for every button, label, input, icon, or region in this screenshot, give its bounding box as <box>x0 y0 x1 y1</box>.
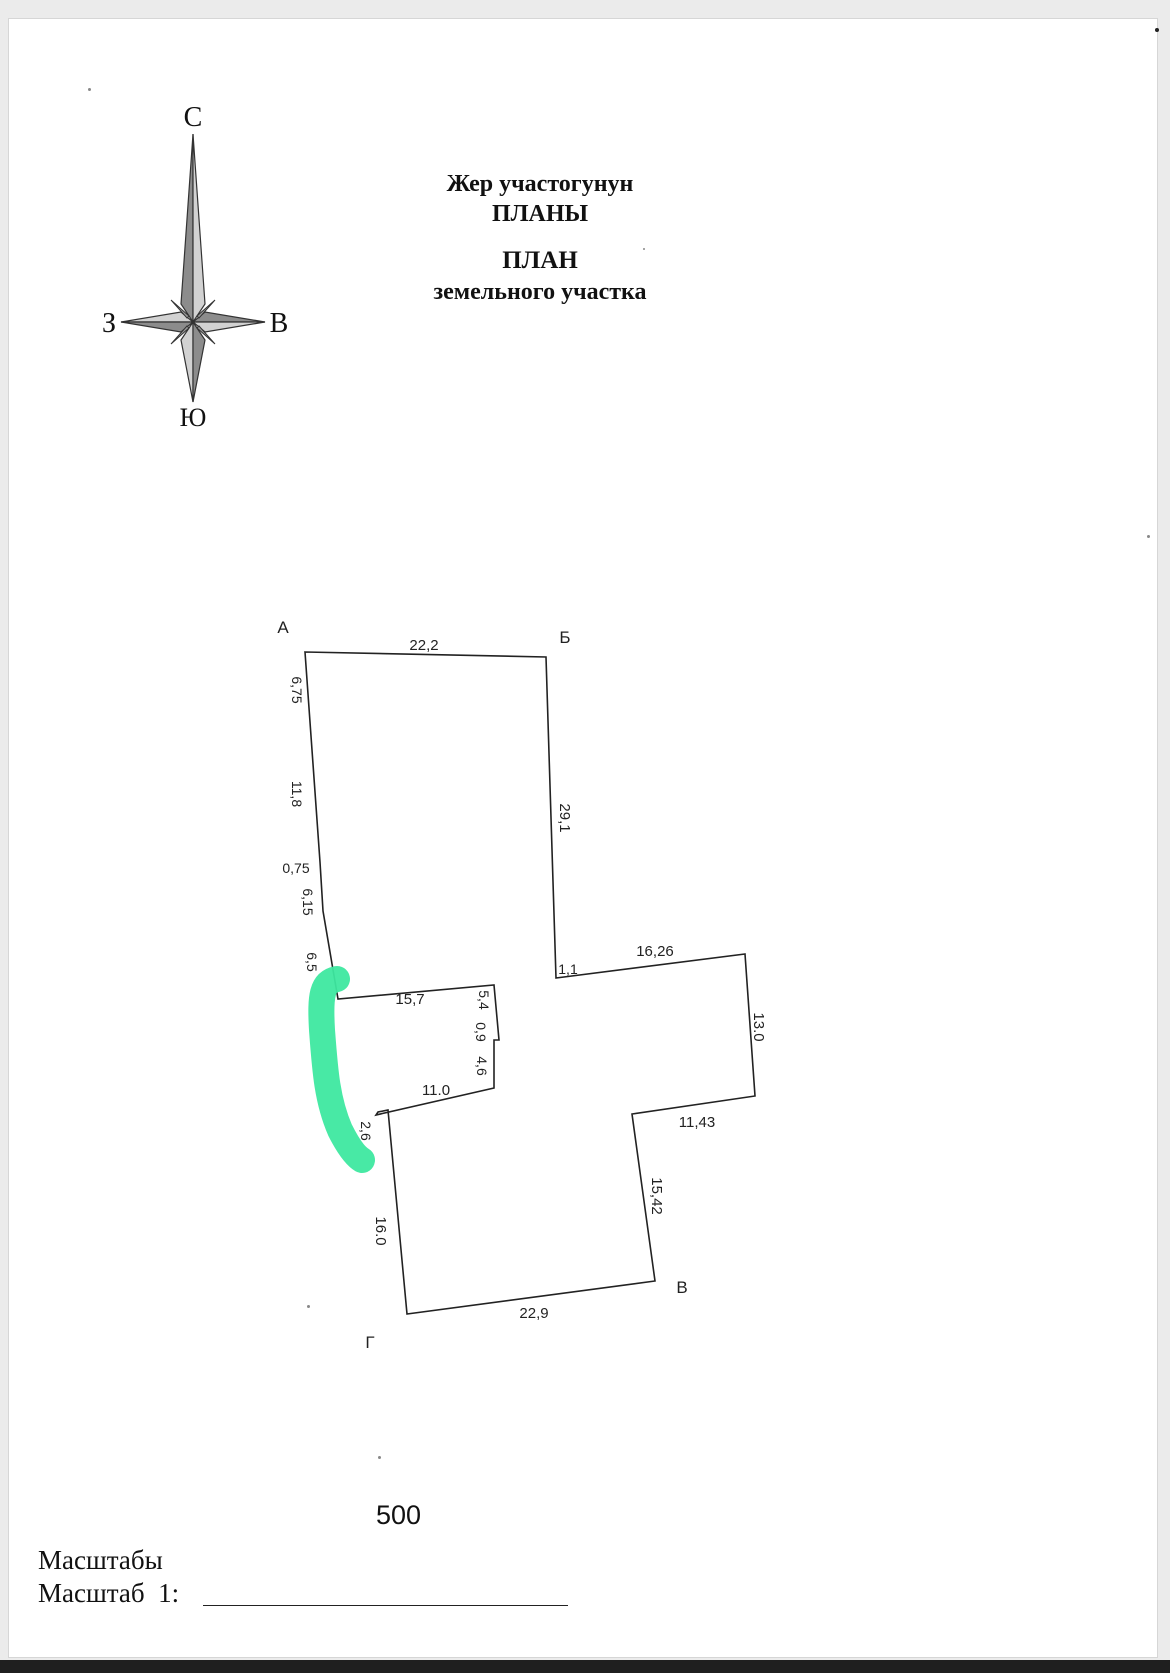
scale-underline <box>203 1605 568 1606</box>
compass-ne-point <box>196 299 216 319</box>
title-ky-line1: Жер участогунун <box>446 171 634 197</box>
compass-se-point <box>196 325 216 345</box>
dim-label-notch-right-upper: 5,4 <box>476 990 492 1010</box>
dim-label-right-arm-bottom: 11,43 <box>679 1114 715 1131</box>
compass-east-label: В <box>270 308 289 339</box>
scale-value: 500 <box>376 1500 422 1530</box>
scan-speck <box>88 88 91 91</box>
scan-speck <box>378 1456 381 1459</box>
corner-label-v: В <box>676 1278 687 1297</box>
dim-label-notch-step: 2,6 <box>358 1121 374 1141</box>
title-ru-line1: ПЛАН <box>502 247 578 274</box>
dim-label-notch-right-lower: 4,6 <box>474 1056 490 1076</box>
compass-south-label: Ю <box>180 403 207 430</box>
dim-label-bottom: 22,9 <box>519 1305 548 1322</box>
corner-label-a: А <box>277 618 289 637</box>
dim-label-left-3: 6,15 <box>300 888 316 915</box>
dim-label-step-right: 1,1 <box>558 961 578 977</box>
scale-label-ru-row: Масштаб 1: <box>38 1578 179 1609</box>
scale-label-ru: Масштаб <box>38 1578 145 1608</box>
corner-label-b: Б <box>559 628 570 647</box>
scale-label-ky: Масштабы <box>38 1545 163 1575</box>
dim-label-notch-top: 15,7 <box>395 991 424 1008</box>
scan-speck <box>1155 28 1159 32</box>
compass-north-label: С <box>184 102 203 133</box>
compass-rose-icon: С Ю З В <box>102 102 289 430</box>
compass-south-arm-dark <box>192 320 206 403</box>
dim-label-left-2: 11,8 <box>289 781 305 807</box>
dim-label-right-arm-side: 13.0 <box>750 1012 767 1041</box>
dim-label-lower-left: 16.0 <box>372 1216 389 1245</box>
dim-label-left-jog: 0,75 <box>282 860 309 876</box>
dim-label-left-4: 6,5 <box>304 952 320 972</box>
plot-boundary <box>304 651 756 1315</box>
scan-speck <box>1147 535 1150 538</box>
corner-label-g: Г <box>365 1333 374 1352</box>
dim-label-top: 22,2 <box>409 637 438 654</box>
title-ru-line2: земельного участка <box>433 279 647 305</box>
dim-label-right-upper: 29,1 <box>556 803 573 832</box>
compass-sw-point <box>170 325 190 345</box>
compass-nw-point <box>170 299 190 319</box>
highlighted-boundary-segment <box>308 966 375 1173</box>
compass-north-arm-light <box>192 133 206 324</box>
dim-label-left-1: 6,75 <box>289 676 305 703</box>
scale-prefix: 1: <box>158 1578 180 1608</box>
compass-west-label: З <box>102 308 116 339</box>
scan-speck <box>643 248 645 250</box>
scan-speck <box>307 1305 310 1308</box>
dim-label-right-arm-top: 16,26 <box>636 943 674 960</box>
title-ky-line2: ПЛАНЫ <box>491 201 589 227</box>
dim-label-lower-right: 15,42 <box>648 1177 665 1215</box>
dim-label-notch-jog: 0,9 <box>473 1022 489 1042</box>
bottom-frame <box>0 1660 1170 1673</box>
dim-label-notch-bottom: 11.0 <box>422 1082 450 1099</box>
